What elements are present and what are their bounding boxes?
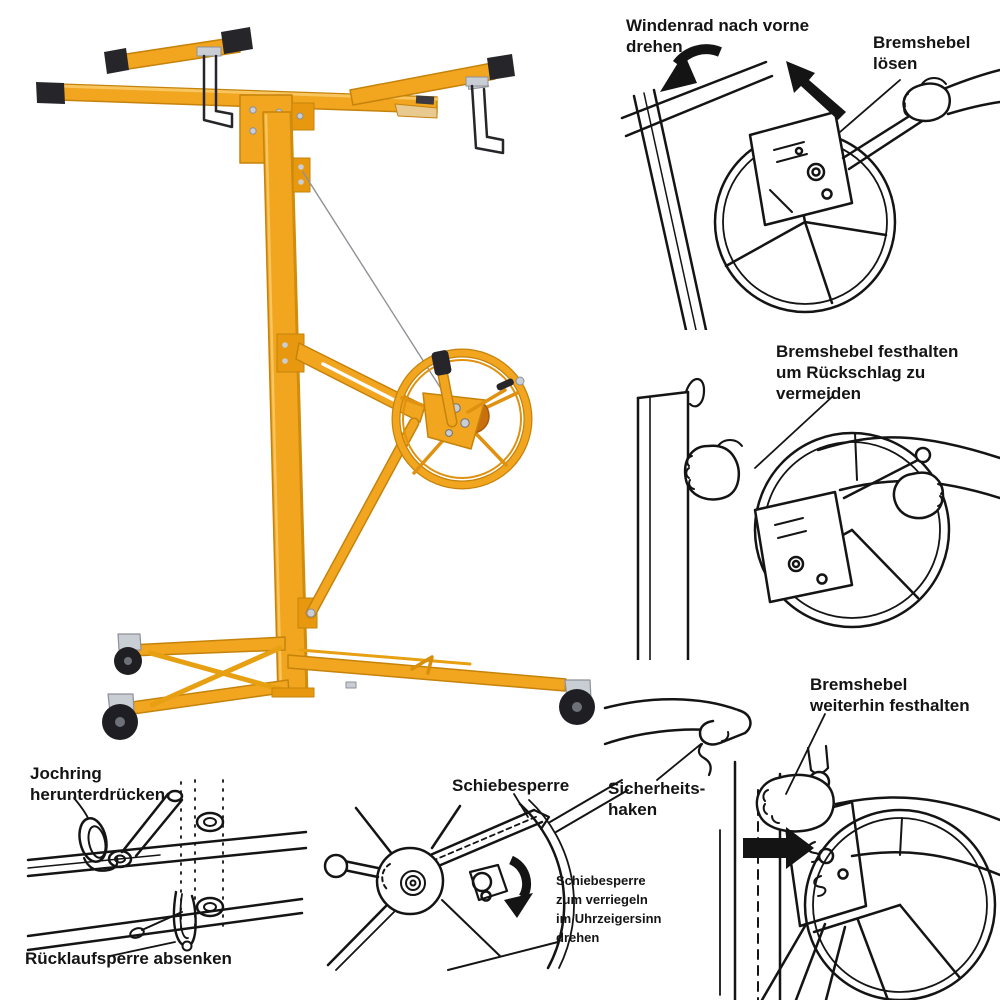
diagram-hold-brake bbox=[636, 377, 1000, 660]
crank-grip bbox=[496, 378, 514, 391]
label-safety-hook: Sicherheits- haken bbox=[608, 779, 706, 819]
winch-wheel bbox=[391, 348, 533, 490]
arm-end-cap bbox=[221, 27, 253, 54]
diagram-yoke-ring bbox=[26, 779, 308, 957]
label-backstop: Rücklaufsperre absenken bbox=[25, 949, 232, 968]
arm-end-cap bbox=[36, 82, 65, 104]
drywall-hoist-illustration bbox=[36, 27, 595, 740]
diagram-slide-lock bbox=[323, 779, 629, 971]
handle-grip bbox=[431, 350, 452, 376]
label-yoke-ring: Jochring herunterdrücken bbox=[30, 764, 166, 804]
label-keep-holding-brake: Bremshebel weiterhin festhalten bbox=[810, 675, 970, 715]
caster-wheel-left-bottom bbox=[102, 693, 138, 740]
caster-wheel-right bbox=[559, 679, 595, 725]
caster-wheel-left-top bbox=[114, 633, 142, 675]
arm-end-cap bbox=[104, 48, 129, 74]
label-release-brake: Bremshebel lösen bbox=[873, 33, 971, 73]
panel-hook-left bbox=[196, 46, 234, 129]
panel-hook-right bbox=[465, 76, 505, 155]
rotate-arrow-icon bbox=[660, 44, 722, 92]
winch-support-arm bbox=[295, 342, 426, 423]
right-arrow-icon bbox=[743, 827, 814, 869]
arm-end-cap bbox=[487, 54, 515, 80]
clockwise-arrow-icon bbox=[504, 855, 533, 918]
left-cross-arm bbox=[104, 27, 253, 74]
diagram-safety-hook bbox=[603, 698, 1000, 1000]
base-legs bbox=[123, 636, 567, 716]
diagonal-brace bbox=[305, 417, 420, 619]
up-left-arrow-icon bbox=[786, 61, 846, 120]
label-hold-brake: Bremshebel festhalten um Rückschlag zu v… bbox=[776, 342, 959, 403]
label-wind-wheel-forward: Windenrad nach vorne drehen bbox=[626, 16, 810, 56]
label-slide-lock: Schiebesperre bbox=[452, 776, 570, 795]
label-slide-lock-detail: Schiebesperre zum verriegeln im Uhrzeige… bbox=[556, 873, 662, 945]
diagram-wind-wheel bbox=[620, 44, 1000, 330]
